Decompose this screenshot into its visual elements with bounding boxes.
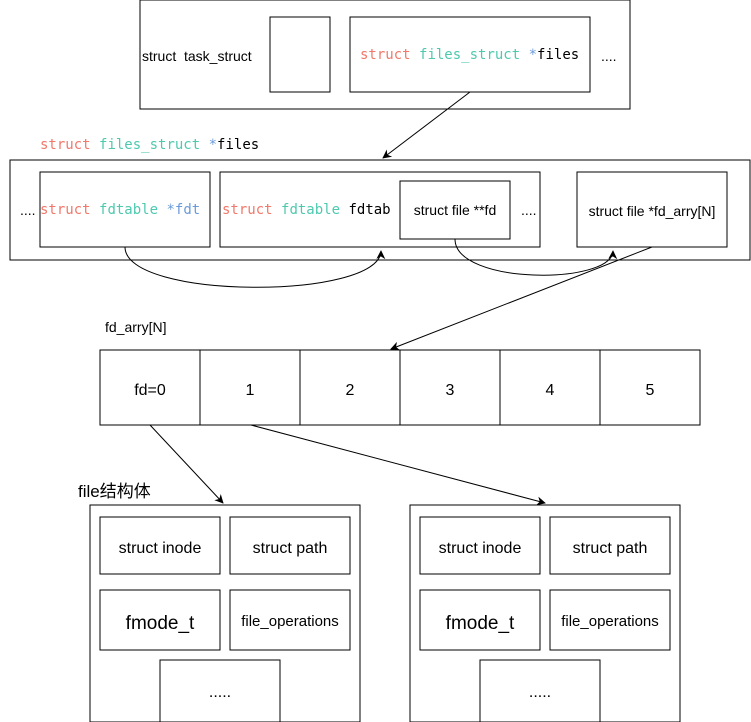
file-struct-title: file结构体 <box>78 482 151 501</box>
edge-files-pointer <box>382 91 471 159</box>
file-operations-field-box <box>229 589 351 651</box>
file-operations-field: file_operations <box>561 613 659 630</box>
task-struct-node: struct task_struct struct files_struct *… <box>139 0 631 110</box>
fd-array-field-box <box>576 171 728 248</box>
task-struct-files-field: struct files_struct *files <box>360 47 579 63</box>
files-struct-left-ellipsis: .... <box>20 202 36 218</box>
more-fields-box <box>159 659 281 722</box>
fdt-field: struct fdtable *fdt <box>40 202 200 218</box>
edge-fd-to-fd-array <box>454 238 618 276</box>
fd-array-cell-label: 2 <box>346 382 355 399</box>
edge-fd-array-pointer <box>390 246 653 351</box>
inode-field: struct inode <box>119 540 202 557</box>
file-operations-field-box <box>549 589 671 651</box>
path-field: struct path <box>573 540 648 557</box>
files-struct-caption: struct files_struct *files <box>40 137 259 153</box>
path-field-box <box>549 516 671 575</box>
fd-field: struct file **fd <box>414 202 496 218</box>
file-struct-cards: struct inode struct path fmode_t file_opera… <box>89 504 681 722</box>
file-struct-card: struct inode struct path fmode_t file_opera… <box>89 504 361 722</box>
fd-array-label: fd_arry[N] <box>105 319 166 335</box>
edge-fd1-to-file <box>250 424 546 506</box>
fmode-field: fmode_t <box>446 613 515 634</box>
fdt-field-box <box>39 171 211 248</box>
more-fields: ..... <box>209 684 231 701</box>
fmode-field-box <box>419 589 541 651</box>
fd-array-cell: 4 <box>499 349 601 426</box>
inode-field-box <box>99 516 221 575</box>
fd-array-cell-label: 4 <box>546 382 555 399</box>
fd-array-cell: fd=0 <box>99 349 201 426</box>
fd-array-field: struct file *fd_arry[N] <box>589 203 716 219</box>
fd-array-cell-box <box>599 349 701 426</box>
path-field-box <box>229 516 351 575</box>
fd-array-cell: 3 <box>399 349 501 426</box>
fmode-field-box <box>99 589 221 651</box>
fd-array-node: fd_arry[N] fd=0 1 2 3 4 5 <box>99 319 701 426</box>
edge-fdt-to-fdtab <box>124 246 386 288</box>
fdtab-field: struct fdtable fdtab <box>222 202 391 218</box>
edge-fd0-to-file <box>149 424 224 504</box>
file-struct-card: struct inode struct path fmode_t file_opera… <box>409 504 681 722</box>
files-struct-mid-ellipsis: .... <box>521 202 537 218</box>
fd-array-cell-label: 5 <box>646 382 655 399</box>
task-struct-label: struct task_struct <box>142 48 252 64</box>
task-struct-ellipsis: .... <box>601 48 617 64</box>
fd-field-box <box>399 180 511 240</box>
fd-array-cell-box <box>299 349 401 426</box>
task-struct-files-field-box <box>349 16 591 93</box>
path-field: struct path <box>253 540 328 557</box>
inode-field: struct inode <box>439 540 522 557</box>
files-struct-node: struct files_struct *files .... struct f… <box>9 137 751 261</box>
fd-array-cell-label: fd=0 <box>134 382 166 399</box>
fd-array-cell-label: 1 <box>246 382 255 399</box>
fd-array-cell: 1 <box>199 349 301 426</box>
fmode-field: fmode_t <box>126 613 195 634</box>
fd-array-cell-label: 3 <box>446 382 455 399</box>
fd-array-cells: fd=0 1 2 3 4 5 <box>99 349 701 426</box>
file-operations-field: file_operations <box>241 613 339 630</box>
inode-field-box <box>419 516 541 575</box>
task-struct-empty-slot <box>269 16 331 93</box>
more-fields-box <box>479 659 601 722</box>
fd-array-cell: 2 <box>299 349 401 426</box>
more-fields: ..... <box>529 684 551 701</box>
fd-array-cell-box <box>499 349 601 426</box>
fd-array-cell: 5 <box>599 349 701 426</box>
